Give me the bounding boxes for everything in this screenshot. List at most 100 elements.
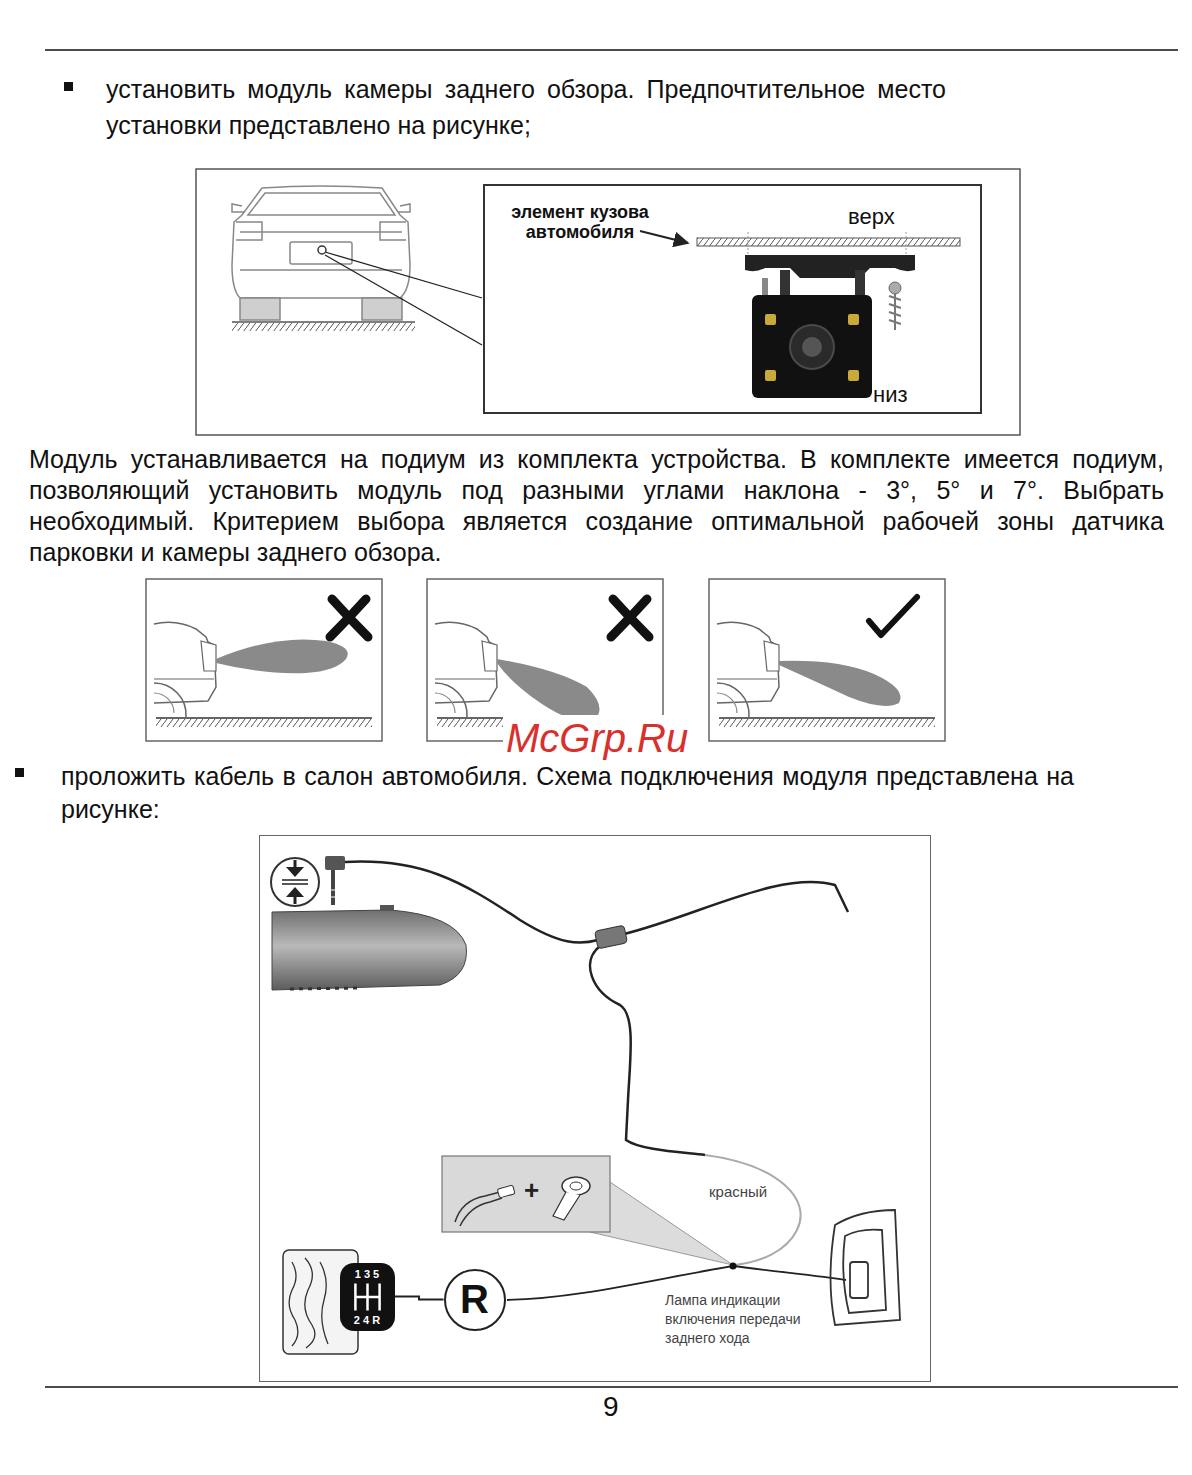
bullet-marker xyxy=(15,82,73,777)
gear-boot xyxy=(289,1262,298,1346)
mirror-recorder xyxy=(272,910,466,990)
car-rear-drawing xyxy=(362,298,402,320)
camera-cable xyxy=(624,882,848,934)
body-panel xyxy=(697,238,960,246)
shift-pattern xyxy=(355,1283,379,1310)
jack-plug xyxy=(325,856,345,870)
connector-icon xyxy=(282,880,308,884)
camera-cable xyxy=(345,862,598,943)
connector-icon xyxy=(294,860,297,868)
ground-line xyxy=(232,323,415,331)
plus-sign: + xyxy=(524,1175,539,1205)
page-rule xyxy=(45,50,1178,1387)
camera-module xyxy=(802,337,822,357)
gear-numbers: 1 3 5 xyxy=(340,1267,395,1281)
mirror-recorder xyxy=(272,905,466,990)
car-rear-drawing xyxy=(380,222,406,240)
accessory-inset xyxy=(442,1156,610,1232)
inset-detail-box: элемент кузова автомобиля верх низ xyxy=(483,184,982,414)
direction-label: низ xyxy=(873,382,908,408)
beam-example xyxy=(611,599,649,637)
rear-lamp xyxy=(850,1262,868,1298)
jack-plug xyxy=(330,890,336,897)
reverse-circle: R xyxy=(444,1269,506,1331)
camera-module xyxy=(765,314,776,325)
camera-module xyxy=(790,325,834,369)
car-rear-drawing xyxy=(240,231,402,233)
direction-label: верх xyxy=(848,204,895,230)
camera-module xyxy=(752,295,872,398)
beam-example xyxy=(146,579,382,741)
camera-cable xyxy=(590,946,705,1155)
car-rear-drawing xyxy=(240,298,280,320)
jack-plug xyxy=(331,870,335,905)
ground-line xyxy=(232,322,415,331)
leader-line xyxy=(325,255,482,345)
red-wire xyxy=(705,1155,801,1265)
page-number: 9 xyxy=(603,1391,619,1423)
leader-line xyxy=(325,252,482,345)
figure-frame xyxy=(196,169,1020,435)
mount-point xyxy=(318,246,326,254)
part-label: элемент кузова автомобиля xyxy=(505,202,655,242)
rear-lamp xyxy=(831,1210,901,1325)
accessory-inset xyxy=(497,1185,515,1198)
bullet-marker xyxy=(64,82,73,91)
camera-module xyxy=(889,290,901,330)
camera-module xyxy=(848,314,859,325)
figure-frame xyxy=(196,169,1020,435)
page-rule xyxy=(45,1386,1178,1388)
body-paragraph: Модуль устанавливается на подиум из комп… xyxy=(29,444,1164,568)
beam-example xyxy=(216,639,348,673)
pointer-arrow xyxy=(640,231,688,243)
wire-color-label: красный xyxy=(709,1183,767,1201)
connector-icon xyxy=(271,858,319,906)
ferrite-filter xyxy=(594,925,627,949)
beam-example xyxy=(146,579,382,741)
beam-example xyxy=(330,599,368,637)
beam-example xyxy=(709,579,945,741)
gear-knob: 1 3 5 2 4 R xyxy=(340,1263,395,1331)
leader-line xyxy=(325,252,482,298)
jack-plug xyxy=(325,856,345,905)
connector-icon xyxy=(271,858,319,906)
mirror-recorder xyxy=(380,905,394,911)
instruction-text: проложить кабель в салон автомобиля. Схе… xyxy=(61,760,1074,826)
mirror-recorder xyxy=(290,988,360,989)
car-rear-drawing xyxy=(240,269,402,271)
beam-example xyxy=(497,659,600,721)
car-rear-drawing xyxy=(232,204,244,212)
camera-module xyxy=(745,255,915,398)
connector-icon xyxy=(286,867,304,877)
camera-cable xyxy=(345,862,848,1155)
accessory-inset xyxy=(553,1192,580,1220)
beam-example xyxy=(779,661,901,706)
camera-module xyxy=(848,370,859,381)
pointer-arrow xyxy=(640,231,688,243)
rear-lamp xyxy=(843,1230,886,1313)
beam-example xyxy=(709,579,945,741)
ground-line xyxy=(232,321,415,323)
beam-example xyxy=(869,597,917,635)
watermark: McGrp.Ru xyxy=(503,715,691,761)
wiring-figure-frame: красныйЛампа индикации включения передач… xyxy=(259,835,931,1382)
car-rear-drawing xyxy=(232,186,410,298)
shift-link xyxy=(395,1297,444,1300)
accessory-inset xyxy=(570,1182,582,1190)
reverse-wire xyxy=(730,1263,737,1270)
camera-module xyxy=(765,370,776,381)
car-rear-drawing xyxy=(232,186,410,320)
car-rear-drawing xyxy=(236,222,262,240)
gear-boot xyxy=(305,1258,315,1348)
camera-module xyxy=(745,255,915,278)
accessory-inset xyxy=(442,1156,610,1232)
car-rear-drawing xyxy=(248,193,395,215)
red-wire xyxy=(705,1155,801,1265)
gear-numbers: 2 4 R xyxy=(340,1313,395,1327)
connector-icon xyxy=(286,887,304,897)
lamp-label: Лампа индикации включения передачи задне… xyxy=(665,1291,837,1348)
car-rear-drawing xyxy=(290,242,352,264)
ferrite-filter xyxy=(594,925,627,949)
car-rear-drawing xyxy=(398,204,410,212)
